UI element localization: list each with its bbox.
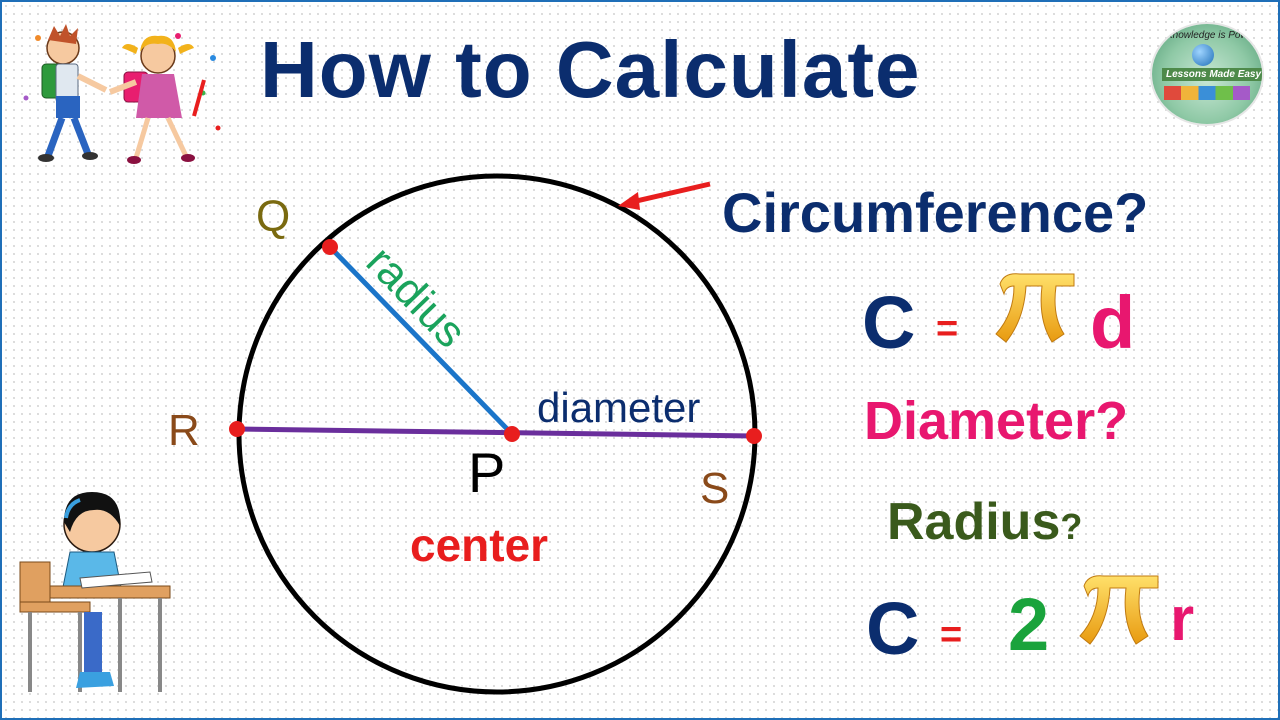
point-r-label: R (168, 406, 200, 455)
formula1-d: d (1090, 281, 1136, 364)
formula1-c: C (862, 281, 916, 364)
point-q-label: Q (256, 192, 291, 241)
formula2-r: r (1170, 585, 1195, 654)
point-q-dot (322, 239, 338, 255)
formula2-c: C (866, 587, 920, 670)
diameter-line (236, 426, 755, 439)
globe-icon (1192, 44, 1214, 66)
point-s-label: S (700, 464, 730, 513)
diameter-label: diameter (537, 384, 701, 431)
diameter-question: Diameter? (864, 391, 1129, 451)
page-title: How to Calculate (260, 25, 921, 114)
radius-question-mark: ? (1060, 506, 1083, 547)
formula2-two: 2 (1008, 583, 1050, 666)
radius-label: radius (357, 237, 475, 357)
radius-question-text: Radius (887, 493, 1061, 551)
logo-banner: Lessons Made Easy (1162, 68, 1262, 81)
point-s-dot (746, 428, 762, 444)
school-logo: Knowledge is Power Lessons Made Easy (1152, 24, 1262, 124)
kids-with-backpacks-illustration (23, 24, 221, 164)
girl-at-desk-illustration (19, 492, 171, 692)
formula2-equals: = (940, 614, 963, 656)
point-r-dot (229, 421, 245, 437)
logo-top-text: Knowledge is Power (1166, 30, 1257, 41)
radius-question: Radius? (887, 492, 1082, 552)
point-p-label: P (468, 441, 506, 504)
formula1-equals: = (936, 308, 959, 350)
circumference-question: Circumference? (722, 181, 1149, 244)
red-arrow-icon (618, 181, 711, 210)
point-p-dot (504, 426, 520, 442)
pi-symbol-2 (1079, 575, 1159, 645)
books-icon (1164, 86, 1250, 100)
radius-line (328, 245, 514, 436)
pi-symbol (995, 273, 1075, 343)
center-label: center (410, 519, 549, 571)
